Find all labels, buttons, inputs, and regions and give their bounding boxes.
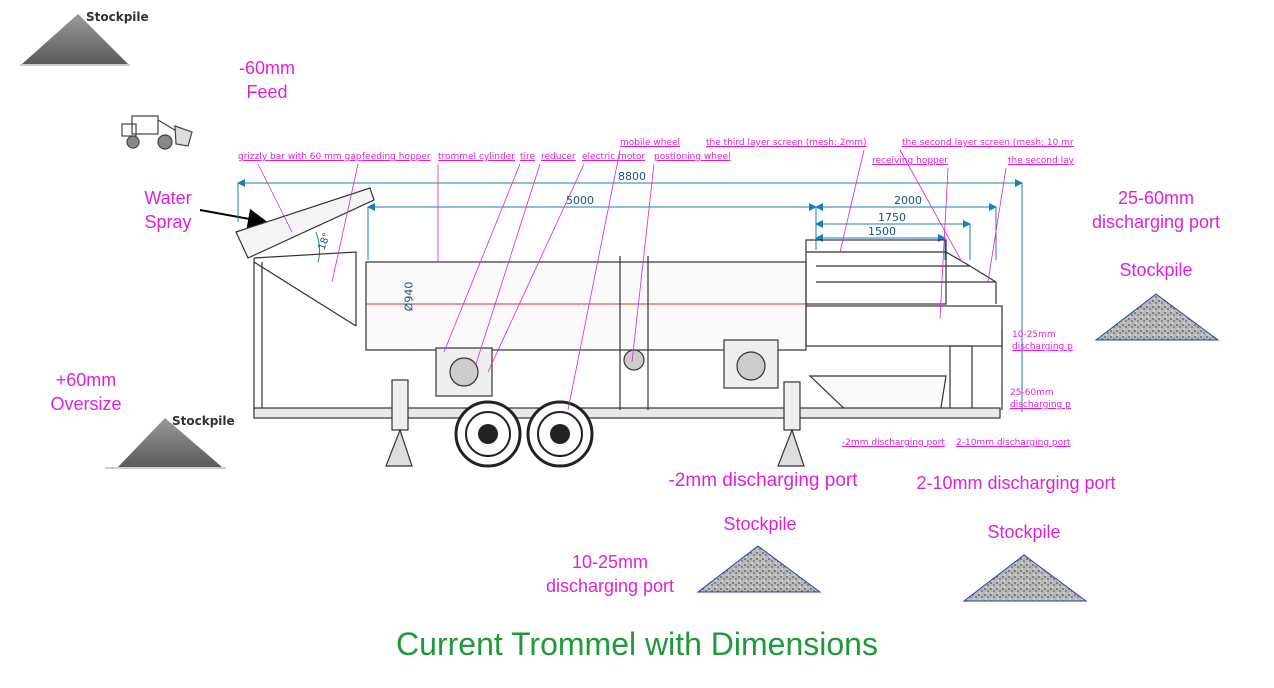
- callout-positioning-wheel: postioning wheel: [654, 152, 731, 162]
- stockpile-small-top-label: Stockpile: [86, 10, 149, 24]
- callout-third-screen: the third layer screen (mesh: 2mm): [706, 138, 867, 148]
- wheel-left: [454, 400, 522, 468]
- stockpile-bottom-right-label: Stockpile: [987, 522, 1061, 542]
- trommel-machine: [235, 187, 1003, 467]
- callout-tire: tire: [520, 152, 536, 162]
- stockpile-right-pile: [1094, 293, 1220, 341]
- callout-receiving-hopper: receiving hopper: [872, 156, 949, 166]
- feed-label-text: Feed: [246, 82, 288, 102]
- callout-10-25-b: discharging p: [1012, 342, 1073, 352]
- dim-1750: 1750: [878, 211, 906, 224]
- port-minus2-label: -2mm discharging port: [668, 470, 858, 491]
- oversize-label: +60mm Oversize: [40, 368, 132, 416]
- callout-leaders: [257, 149, 1007, 411]
- callout-25-60-b: discharging p: [1010, 400, 1071, 410]
- stockpile-bottom-right-pile: [962, 554, 1088, 602]
- port-25-60-label: 25-60mm discharging port: [1078, 186, 1234, 234]
- dim-total: 8800: [618, 170, 646, 183]
- port-25-60-text: discharging port: [1091, 212, 1221, 232]
- oversize-label-text: Oversize: [50, 394, 122, 414]
- dim-diameter: Ø940: [402, 281, 416, 312]
- callout-mobile-wheel: mobile wheel: [620, 138, 681, 148]
- port-10-25-label: 10-25mm discharging port: [528, 550, 692, 598]
- stockpile-small-left-label: Stockpile: [172, 414, 235, 428]
- port-10-25-text: discharging port: [545, 576, 675, 596]
- loader-icon: [121, 115, 193, 150]
- dim-drum: 5000: [566, 194, 594, 207]
- callout-cylinder: trommel cylinder: [438, 152, 515, 162]
- feed-label: -60mm Feed: [222, 56, 312, 104]
- water-spray-arrow: [199, 208, 268, 229]
- stockpile-bottom-mid-label: Stockpile: [723, 514, 797, 534]
- callout-second-screen: the second layer screen (mesh: 10 mr: [902, 138, 1074, 148]
- callout-10-25-a: 10-25mm: [1012, 330, 1056, 340]
- callout-second-lay: the second lay: [1008, 156, 1074, 166]
- water-spray-label: Water Spray: [128, 186, 208, 234]
- port-25-60-size: 25-60mm: [1117, 188, 1195, 208]
- callout-hopper: feeding hopper: [362, 152, 431, 162]
- stockpile-top-left: [20, 14, 130, 66]
- stockpile-bottom-mid-pile: [696, 545, 822, 593]
- page-title: Current Trommel with Dimensions: [396, 626, 878, 662]
- callout-minus2: -2mm discharging port: [842, 438, 945, 448]
- port-10-25-size: 10-25mm: [571, 552, 649, 572]
- dimension-lines: [237, 179, 1023, 412]
- water-spray-line1: Water: [144, 188, 192, 208]
- oversize-label-size: +60mm: [55, 370, 117, 390]
- callout-reducer: reducer: [541, 152, 576, 162]
- wheel-right: [526, 400, 594, 468]
- stockpile-left: [105, 418, 226, 469]
- dim-2000: 2000: [894, 194, 922, 207]
- water-spray-line2: Spray: [144, 212, 192, 232]
- callout-2-10: 2-10mm discharging port: [956, 438, 1071, 448]
- callout-motor: electric motor: [582, 152, 646, 162]
- stockpile-right-label: Stockpile: [1119, 260, 1193, 280]
- dim-1500: 1500: [868, 225, 896, 238]
- feed-label-size: -60mm: [238, 58, 295, 78]
- callout-25-60-a: 25-60mm: [1010, 388, 1054, 398]
- port-2-10-label: 2-10mm discharging port: [916, 473, 1116, 493]
- callout-grizzly: grizzly bar with 60 mm gap: [238, 152, 362, 162]
